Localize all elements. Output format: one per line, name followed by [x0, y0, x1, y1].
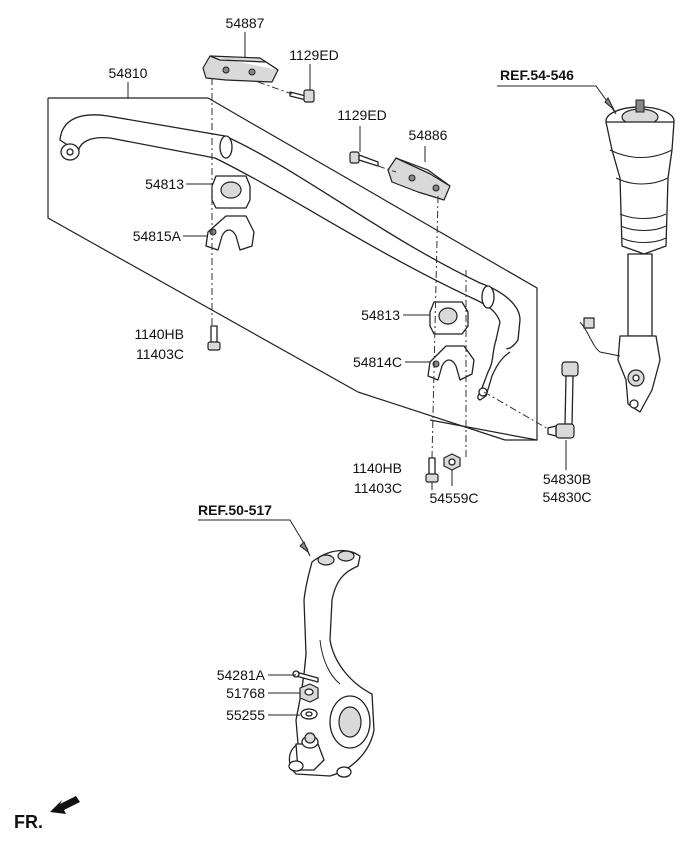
- stabilizer-link: [547, 361, 579, 439]
- bolt-1140HB-left: [207, 325, 221, 351]
- washer-55255: [300, 708, 318, 720]
- steering-knuckle: [288, 550, 375, 778]
- label-1140HB-right: 1140HB: [352, 460, 402, 476]
- front-arrow-icon: [50, 796, 80, 814]
- stabilizer-group-frame: [47, 97, 538, 441]
- front-direction-indicator: FR.: [14, 796, 80, 832]
- label-54810: 54810: [109, 65, 148, 81]
- cotter-pin-54281A: [292, 670, 319, 683]
- label-54813-left: 54813: [145, 176, 184, 192]
- label-54815A: 54815A: [133, 228, 182, 244]
- ref-strut: REF.54-546: [500, 67, 574, 83]
- bushing-54813-left: [211, 175, 251, 209]
- label-54814C: 54814C: [353, 354, 402, 370]
- label-54830B: 54830B: [543, 471, 591, 487]
- leader-lines: [127, 32, 617, 716]
- bolt-1129ED-upper: [289, 89, 315, 103]
- nut-54559C: [443, 453, 461, 471]
- fr-label: FR.: [14, 812, 43, 832]
- bushing-54813-right: [429, 301, 469, 335]
- bracket-54815A: [205, 215, 255, 251]
- bracket-54886: [387, 157, 451, 201]
- label-54830C: 54830C: [542, 489, 591, 505]
- label-1129ED-upper: 1129ED: [289, 47, 339, 63]
- label-54559C: 54559C: [429, 490, 478, 506]
- bolt-1129ED-lower: [349, 151, 379, 167]
- air-strut: [579, 99, 675, 413]
- label-55255: 55255: [226, 707, 265, 723]
- label-1140HB-left: 1140HB: [134, 326, 184, 342]
- stabilizer-bar: [59, 114, 521, 401]
- label-51768: 51768: [226, 685, 265, 701]
- label-11403C-left: 11403C: [136, 346, 184, 362]
- label-11403C-right: 11403C: [354, 480, 402, 496]
- label-54813-right: 54813: [361, 307, 400, 323]
- ref-knuckle: REF.50-517: [198, 502, 272, 518]
- label-54887: 54887: [226, 15, 265, 31]
- nut-51768: [299, 683, 319, 703]
- alignment-lines: [211, 78, 551, 459]
- bracket-54887: [202, 55, 279, 83]
- label-54886: 54886: [409, 127, 448, 143]
- label-54281A: 54281A: [217, 667, 266, 683]
- label-1129ED-lower: 1129ED: [337, 107, 387, 123]
- bolt-1140HB-right: [425, 457, 439, 483]
